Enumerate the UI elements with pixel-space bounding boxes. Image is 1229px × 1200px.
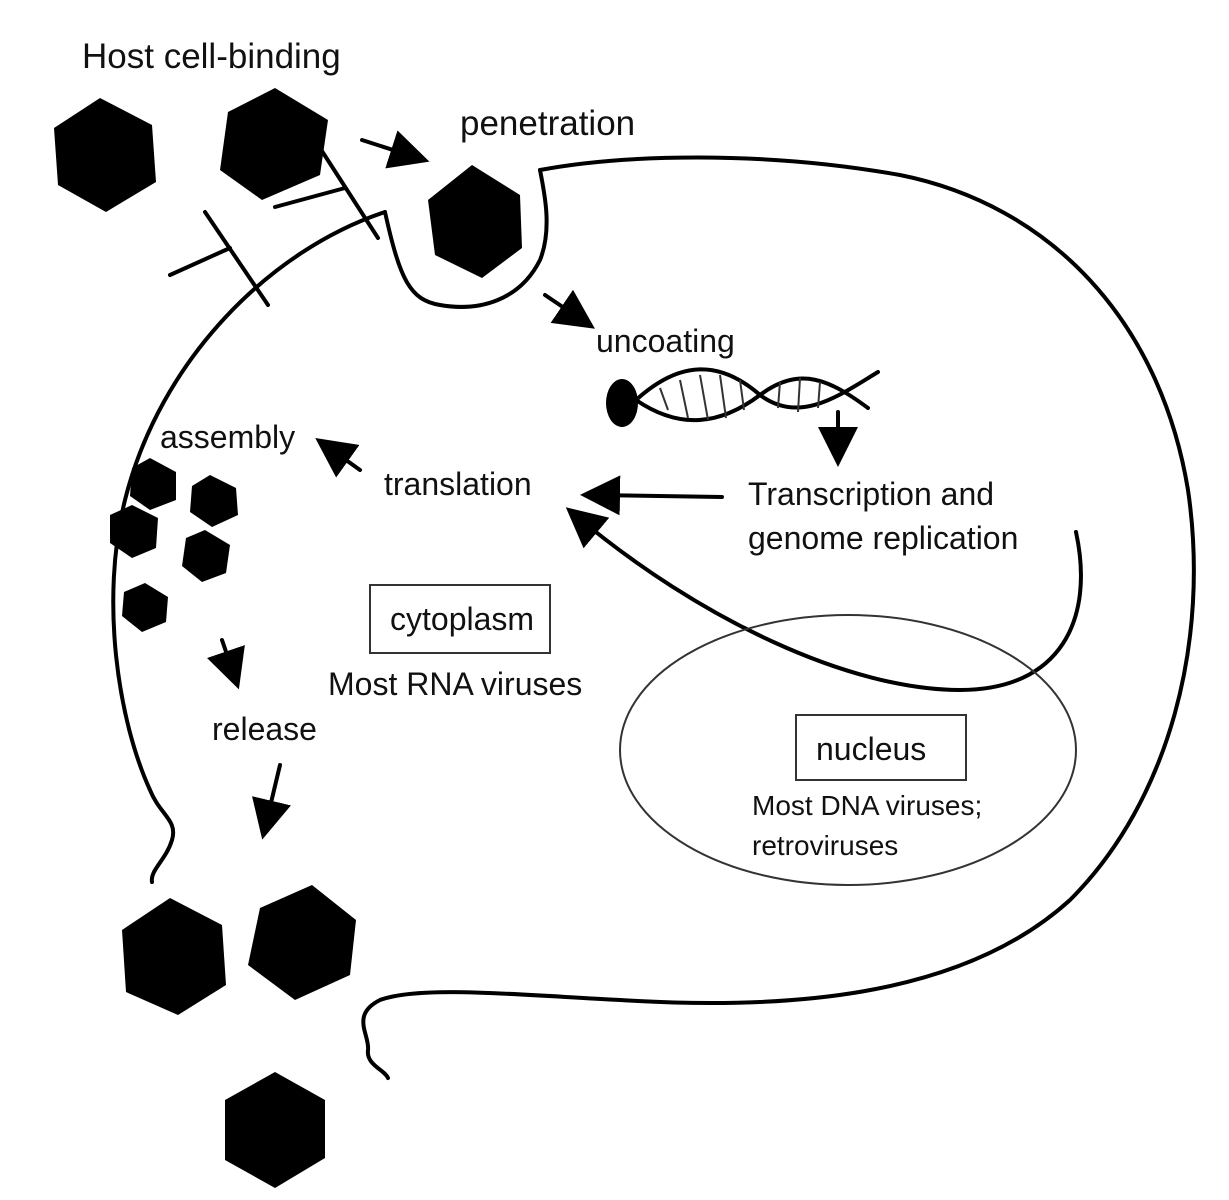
penetration-label: penetration <box>460 104 635 143</box>
cell-membrane <box>361 155 1196 1080</box>
arrow-penetration-to-uncoating <box>543 289 595 329</box>
transcription-label-line2: genome replication <box>748 520 1018 556</box>
assembled-virus <box>182 530 230 582</box>
assembly-label: assembly <box>160 419 295 455</box>
uncoated-genome-icon <box>606 367 880 427</box>
arrow-translation-to-assembly <box>315 438 362 478</box>
cell-membrane-left <box>111 210 387 884</box>
translation-label: translation <box>384 466 532 502</box>
virus-particle-penetrating <box>428 165 522 278</box>
release-label: release <box>212 711 317 747</box>
arrow-release-out <box>252 763 291 840</box>
uncoating-label: uncoating <box>596 323 735 359</box>
released-virus <box>248 885 356 1000</box>
host-binding-label: Host cell-binding <box>82 37 341 76</box>
arrow-binding-to-penetration <box>360 130 430 169</box>
receptor-2 <box>273 146 380 240</box>
penetration-pocket <box>383 168 549 309</box>
released-virus <box>122 898 226 1015</box>
arrow-nucleus-to-translation <box>565 507 1083 692</box>
virus-particle <box>54 98 156 212</box>
dna-viruses-label-line1: Most DNA viruses; <box>752 790 982 821</box>
cytoplasm-box <box>369 584 551 654</box>
assembled-virus <box>110 505 158 558</box>
dna-viruses-label-line2: retroviruses <box>752 830 898 861</box>
nucleus-box <box>795 714 967 781</box>
cytoplasm-label: cytoplasm <box>390 601 534 637</box>
rna-viruses-label: Most RNA viruses <box>328 666 582 702</box>
released-virus <box>225 1072 325 1188</box>
nucleus-label: nucleus <box>816 731 926 767</box>
receptor-1 <box>168 210 270 307</box>
assembled-virus <box>130 458 176 510</box>
virus-particle <box>220 88 328 200</box>
nucleus-outline <box>619 614 1077 886</box>
transcription-label-line1: Transcription and <box>748 476 994 512</box>
assembled-virus <box>190 475 238 527</box>
assembled-virus <box>122 583 168 632</box>
arrow-transcription-to-translation <box>580 475 724 516</box>
arrow-assembly-to-release <box>207 638 245 690</box>
